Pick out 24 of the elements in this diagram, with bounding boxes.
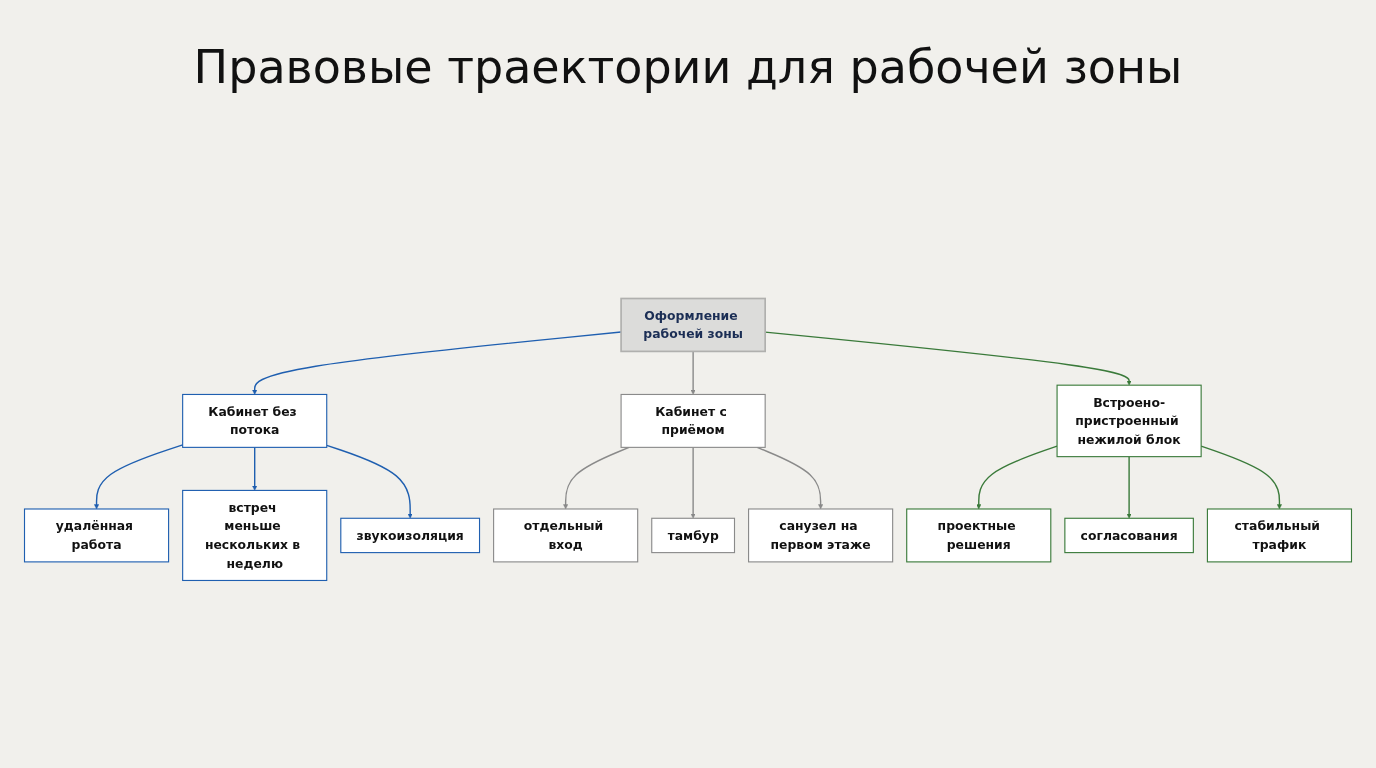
- arrow: [94, 443, 184, 509]
- node-box: стабильный трафик: [1206, 507, 1353, 562]
- node-box: санузел на первом этаже: [748, 507, 894, 562]
- node-box: Кабинет без потока: [182, 393, 328, 448]
- node-box: Оформление рабочей зоны: [620, 297, 766, 352]
- arrow: [563, 446, 630, 509]
- node-box: звукоизоляция: [340, 517, 481, 553]
- node-box: Кабинет с приёмом: [620, 393, 766, 448]
- node-box: тамбур: [651, 517, 736, 553]
- arrow: [252, 330, 622, 395]
- arrow: [976, 444, 1058, 509]
- node-box: согласования: [1064, 517, 1194, 553]
- arrow: [690, 446, 696, 518]
- node-box: проектные решения: [906, 507, 1052, 562]
- arrow: [756, 446, 824, 509]
- node-box: отдельный вход: [493, 507, 639, 562]
- arrow: [690, 350, 696, 395]
- arrow: [326, 444, 413, 518]
- node-box: Встроено-пристроенный нежилой блок: [1056, 384, 1202, 457]
- node-box: удалённая работа: [23, 507, 170, 562]
- arrow: [1126, 455, 1132, 518]
- arrow: [252, 446, 258, 491]
- title: Правовые траектории для рабочей зоны: [192, 39, 1184, 96]
- node-box: встреч меньше нескольких в неделю: [182, 489, 328, 581]
